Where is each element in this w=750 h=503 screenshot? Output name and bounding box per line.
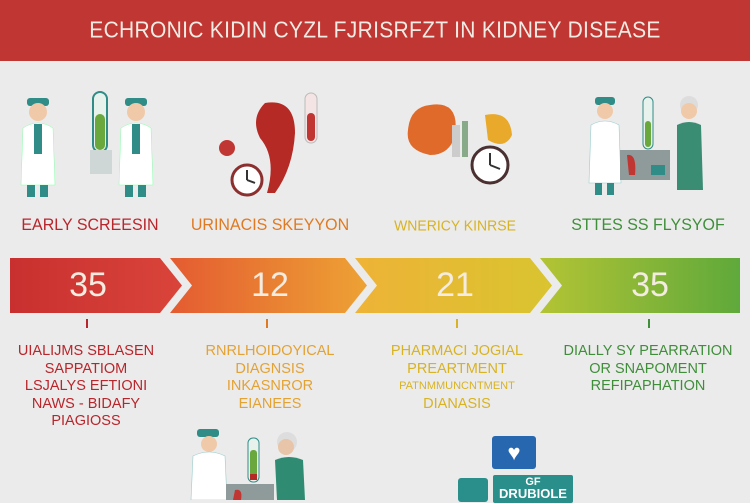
stage-label-stage-3: WNERICY KINRSE (394, 216, 516, 234)
desc-line: SAPPATIOM (44, 360, 128, 377)
heart-icon (256, 102, 295, 193)
heart-clock-illustration (219, 92, 318, 197)
bottom-info-card: GF DRUBIOLE (493, 475, 573, 503)
bottom-doctor-patient-illustration (190, 429, 305, 500)
desc-line: DIALLY SY PEARRATION (563, 343, 733, 359)
page-title: ECHRONIC KIDIN CYZL FJRISRFZT IN KIDNEY … (89, 17, 661, 43)
desc-line: EIANEES (238, 395, 302, 412)
desc-line: RNRLHOIDOYICAL (205, 343, 335, 359)
card-text: DRUBIOLE (499, 486, 567, 501)
desc-line: PHARMACI JOGIAL (390, 343, 524, 359)
chevron-stage-4 (540, 258, 740, 313)
progress-arrow-band (10, 258, 740, 313)
tick-mark (648, 319, 650, 328)
clipboard-icon (458, 478, 488, 502)
doctors-test-tube-illustration (20, 91, 154, 197)
stage-description-4: DIALLY SY PEARRATION OR SNAPOMENT REFIPA… (548, 343, 748, 396)
doctor-icon (20, 98, 56, 197)
desc-line: UIALIJMS SBLASEN (17, 343, 155, 359)
doctor-icon (118, 98, 154, 197)
stage-description-1: UIALIJMS SBLASEN SAPPATIOM LSJALYS EFTIO… (0, 343, 186, 431)
stage-label-urinalysis: URINACIS SKEYYON (190, 216, 350, 235)
desc-line: PREARTMENT (407, 360, 507, 377)
chevron-stage-3 (355, 258, 552, 313)
stage-label-early-screening: EARLY SCREESIN (21, 216, 159, 235)
desc-line: REFIPAPHATION (590, 378, 706, 394)
desc-line: OR SNAPOMENT (589, 360, 707, 377)
test-tube-icon (90, 91, 112, 174)
chevron-stage-1 (10, 258, 182, 313)
stage-number-2: 12 (251, 266, 289, 304)
desc-line: LSJALYS EFTIONI (24, 378, 148, 394)
desc-line: DIANASIS (423, 395, 491, 412)
stage-label-stage-4: STTES SS FLYSYOF (571, 216, 725, 235)
stage-number-4: 35 (631, 266, 669, 304)
desc-line: PIAGIOSS (51, 413, 121, 429)
stage-number-1: 35 (69, 266, 107, 304)
tick-mark (266, 319, 268, 328)
medical-heart-badge: ♥ (492, 436, 536, 469)
desc-line: DIAGNSIS (235, 360, 305, 377)
tick-mark (86, 319, 88, 328)
desc-line: PATNMMUNCNTMENT (399, 380, 515, 392)
kidney-icon (407, 104, 456, 155)
tick-mark (456, 319, 458, 328)
desc-line: NAWS - BIDAFY (31, 395, 141, 412)
doctor-patient-illustration (588, 96, 703, 195)
stage-description-2: RNRLHOIDOYICAL DIAGNSIS INKASNROR EIANEE… (170, 343, 370, 413)
stage-description-3: PHARMACI JOGIAL PREARTMENT PATNMMUNCNTME… (357, 343, 557, 413)
title-banner: ECHRONIC KIDIN CYZL FJRISRFZT IN KIDNEY … (0, 0, 750, 61)
kidney-clock-illustration (407, 104, 512, 185)
desc-line: INKASNROR (226, 378, 314, 394)
stage-number-3: 21 (436, 266, 474, 304)
card-small-text: GF (525, 476, 541, 488)
chevron-stage-2 (170, 258, 367, 313)
